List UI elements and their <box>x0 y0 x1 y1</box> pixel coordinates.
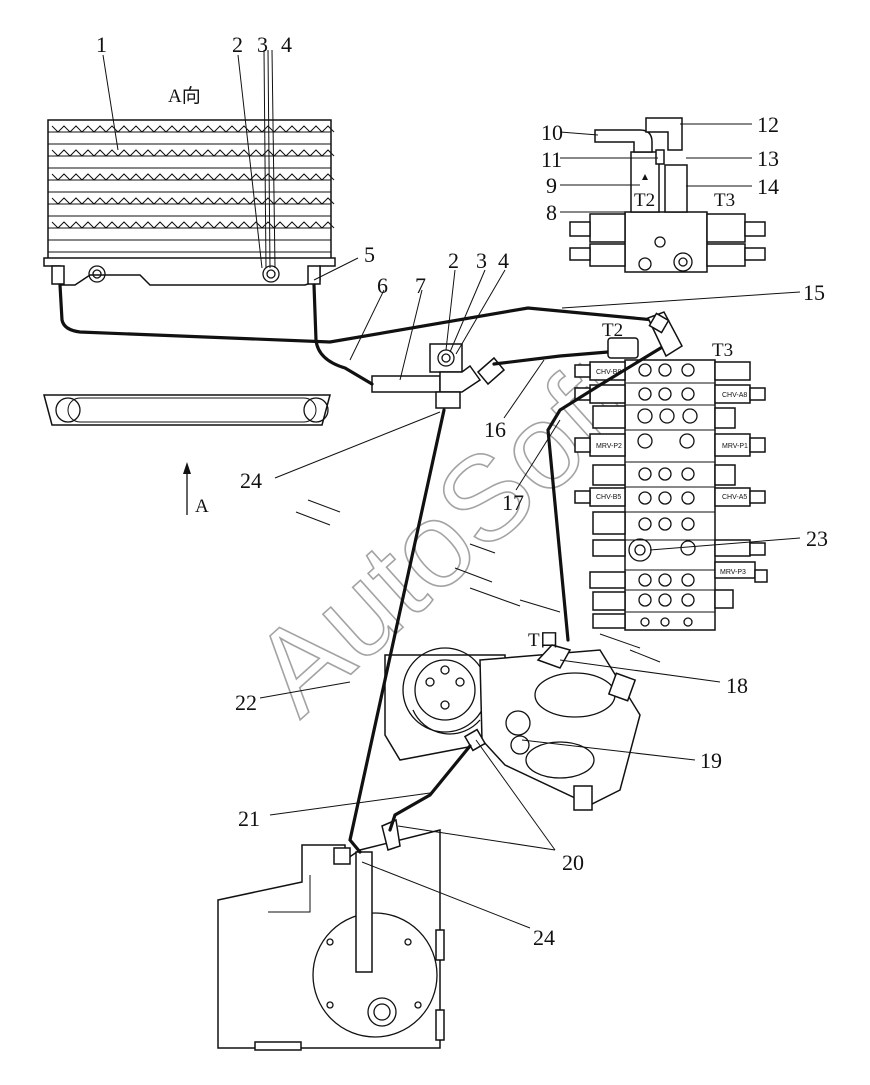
cooler-fins <box>48 125 335 253</box>
callout-14: 14 <box>757 174 779 199</box>
hose-cooler-right <box>312 283 374 386</box>
port-label-t2-top: T2 <box>634 190 655 211</box>
hose-16 <box>492 350 610 366</box>
tee-block <box>371 343 506 409</box>
callout-21: 21 <box>238 806 260 831</box>
callout-24b: 24 <box>533 925 555 950</box>
hose-21 <box>388 744 472 832</box>
callout-3b: 3 <box>476 248 487 273</box>
oil-cooler <box>43 49 336 286</box>
callout-9: 9 <box>546 173 557 198</box>
valve-tag-6: CHV-A5 <box>722 494 747 501</box>
hose-22 <box>348 408 446 854</box>
callout-2b: 2 <box>448 248 459 273</box>
callout-2a: 2 <box>232 32 243 57</box>
callout-23: 23 <box>806 526 828 551</box>
callout-19: 19 <box>700 748 722 773</box>
callout-1: 1 <box>96 32 107 57</box>
callout-20: 20 <box>562 850 584 875</box>
multiway-valve: CHV-B8 CHV-A8 MRV-P2 MRV-P1 CHV-B5 CHV-A… <box>574 359 768 631</box>
view-arrow <box>183 462 191 515</box>
valve-tags: CHV-B8 CHV-A8 MRV-P2 MRV-P1 CHV-B5 CHV-A… <box>596 369 748 576</box>
callout-22: 22 <box>235 690 257 715</box>
callout-4b: 4 <box>498 248 509 273</box>
left-solenoids <box>574 361 626 629</box>
port-label-t2-valve: T2 <box>602 320 623 341</box>
valve-tag-7: MRV-P3 <box>720 569 746 576</box>
callout-12: 12 <box>757 112 779 137</box>
hose-cooler-left <box>58 283 656 344</box>
valve-tag-4: MRV-P1 <box>722 443 748 450</box>
callout-10: 10 <box>541 120 563 145</box>
view-label: A向 <box>168 85 201 107</box>
hose-17 <box>546 344 666 642</box>
port-label-t-pump: T口 <box>528 630 559 651</box>
callout-3a: 3 <box>257 32 268 57</box>
valve-ports <box>628 363 698 627</box>
port-label-t3-top: T3 <box>714 190 735 211</box>
valve-fittings <box>607 311 683 359</box>
hoses <box>58 283 666 854</box>
transmission <box>217 818 445 1051</box>
callouts: 1 2 3 4 5 6 7 2 3 4 10 11 9 8 12 13 14 1… <box>96 32 828 950</box>
leader-lines <box>102 54 801 929</box>
cooler-bracket <box>43 394 331 426</box>
callout-6: 6 <box>377 273 388 298</box>
callout-8: 8 <box>546 200 557 225</box>
valve-tag-1: CHV-B8 <box>596 369 621 376</box>
callout-5: 5 <box>364 242 375 267</box>
callout-15: 15 <box>803 280 825 305</box>
valve-tag-3: MRV-P2 <box>596 443 622 450</box>
callout-4a: 4 <box>281 32 292 57</box>
right-solenoids <box>714 361 768 609</box>
callout-24a: 24 <box>240 468 262 493</box>
callout-17: 17 <box>502 490 524 515</box>
callout-11: 11 <box>541 147 562 172</box>
callout-13: 13 <box>757 146 779 171</box>
pump-assembly <box>384 644 641 811</box>
callout-16: 16 <box>484 417 506 442</box>
callout-7: 7 <box>415 273 426 298</box>
callout-18: 18 <box>726 673 748 698</box>
top-detail-valve <box>569 117 766 273</box>
port-label-t3-valve: T3 <box>712 340 733 361</box>
valve-tag-5: CHV-B5 <box>596 494 621 501</box>
dash-marks <box>295 499 661 663</box>
view-arrow-label: A <box>195 496 209 517</box>
valve-tag-2: CHV-A8 <box>722 392 747 399</box>
